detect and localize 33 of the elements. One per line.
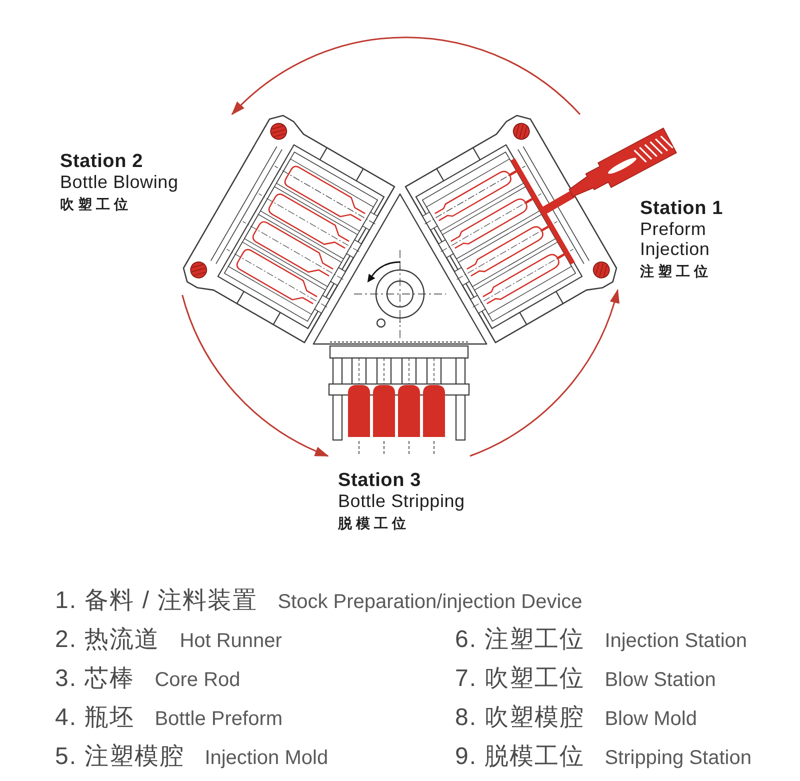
curved-arrow: [231, 37, 581, 116]
part-name-translation: Hot Runner: [180, 629, 282, 654]
numbered-part-name: 2. 热流道: [55, 625, 160, 655]
part-name-translation: Injection Mold: [204, 746, 328, 771]
curved-arrow: [470, 289, 619, 457]
part-name-translation: Core Rod: [154, 668, 240, 693]
numbered-part-name: 4. 瓶坯: [55, 703, 135, 733]
station-title: Bottle Stripping: [338, 491, 465, 511]
numbered-part-name: 1. 备料 / 注料装置: [55, 586, 258, 616]
station-title: Bottle Blowing: [60, 172, 178, 192]
part-name-translation: Blow Mold: [604, 707, 697, 732]
station-title-chinese: 吹塑工位: [60, 195, 132, 214]
station-title-chinese: 注塑工位: [640, 262, 712, 281]
station-title-chinese: 脱模工位: [338, 514, 410, 533]
numbered-part-name: 8. 吹塑模腔: [455, 703, 585, 733]
numbered-part-name: 6. 注塑工位: [455, 625, 585, 655]
part-name-translation: Injection Station: [604, 629, 748, 654]
part-name-translation: Stripping Station: [604, 746, 752, 771]
part-name-translation: Bottle Preform: [154, 707, 283, 732]
part-name-translation: Blow Station: [604, 668, 716, 693]
station-heading: Station 1: [640, 198, 723, 219]
stripping-station-drawing: [328, 340, 470, 456]
station-heading: Station 3: [338, 470, 421, 491]
blow-station-drawing: [182, 114, 396, 344]
numbered-part-name: 9. 脱模工位: [455, 742, 585, 772]
numbered-part-name: 3. 芯棒: [55, 664, 135, 694]
numbered-part-name: 5. 注塑模腔: [55, 742, 185, 772]
injection-station-drawing: [404, 114, 618, 344]
station-heading: Station 2: [60, 151, 143, 172]
part-name-translation: Stock Preparation/injection Device: [278, 590, 582, 615]
numbered-part-name: 7. 吹塑工位: [455, 664, 585, 694]
curved-arrow: [182, 294, 329, 457]
station-title: Preform Injection: [640, 219, 711, 259]
